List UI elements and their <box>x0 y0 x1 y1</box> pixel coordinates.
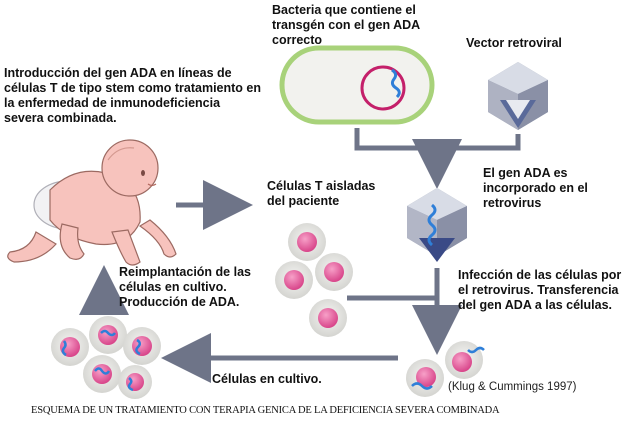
cultured-cells <box>51 316 161 399</box>
label-incorporated: El gen ADA es incorporado en el retrovir… <box>483 166 588 210</box>
t-cell <box>315 253 353 291</box>
t-cell <box>309 299 347 337</box>
infected-cell <box>445 341 485 379</box>
figure-caption: ESQUEMA DE UN TRATAMIENTO CON TERAPIA GE… <box>31 405 500 416</box>
ada-gene-in-virus <box>427 203 437 247</box>
label-intro: Introducción del gen ADA en líneas de cé… <box>4 66 262 125</box>
label-culture: Células en cultivo. <box>212 372 322 386</box>
infected-cells <box>406 341 485 397</box>
cultured-cell <box>89 316 127 354</box>
cultured-cell <box>118 365 152 399</box>
label-infection: Infección de las células por el retrovir… <box>458 268 622 312</box>
cultured-cell <box>83 355 121 393</box>
isolated-t-cells <box>275 223 353 337</box>
t-cell <box>275 261 313 299</box>
ada-gene-insert <box>390 68 401 99</box>
cultured-cell <box>51 328 89 366</box>
label-bacteria: Bacteria que contiene el transgén con el… <box>272 3 420 47</box>
label-isolated-cells: Células T aisladas del paciente <box>267 179 376 208</box>
label-vector: Vector retroviral <box>466 36 562 50</box>
bacteria-illustration <box>279 45 435 125</box>
t-cell <box>288 223 326 261</box>
citation: (Klug & Cummings 1997) <box>448 381 577 393</box>
arrow-merge <box>354 128 521 151</box>
label-reimplant: Reimplantación de las células en cultivo… <box>119 265 251 309</box>
plasmid-ring <box>360 65 406 111</box>
baby-illustration <box>7 139 177 266</box>
retroviral-vector-icon <box>488 62 548 130</box>
infected-cell <box>406 359 444 397</box>
cultured-cell <box>123 327 161 365</box>
modified-retrovirus-icon <box>407 188 467 262</box>
